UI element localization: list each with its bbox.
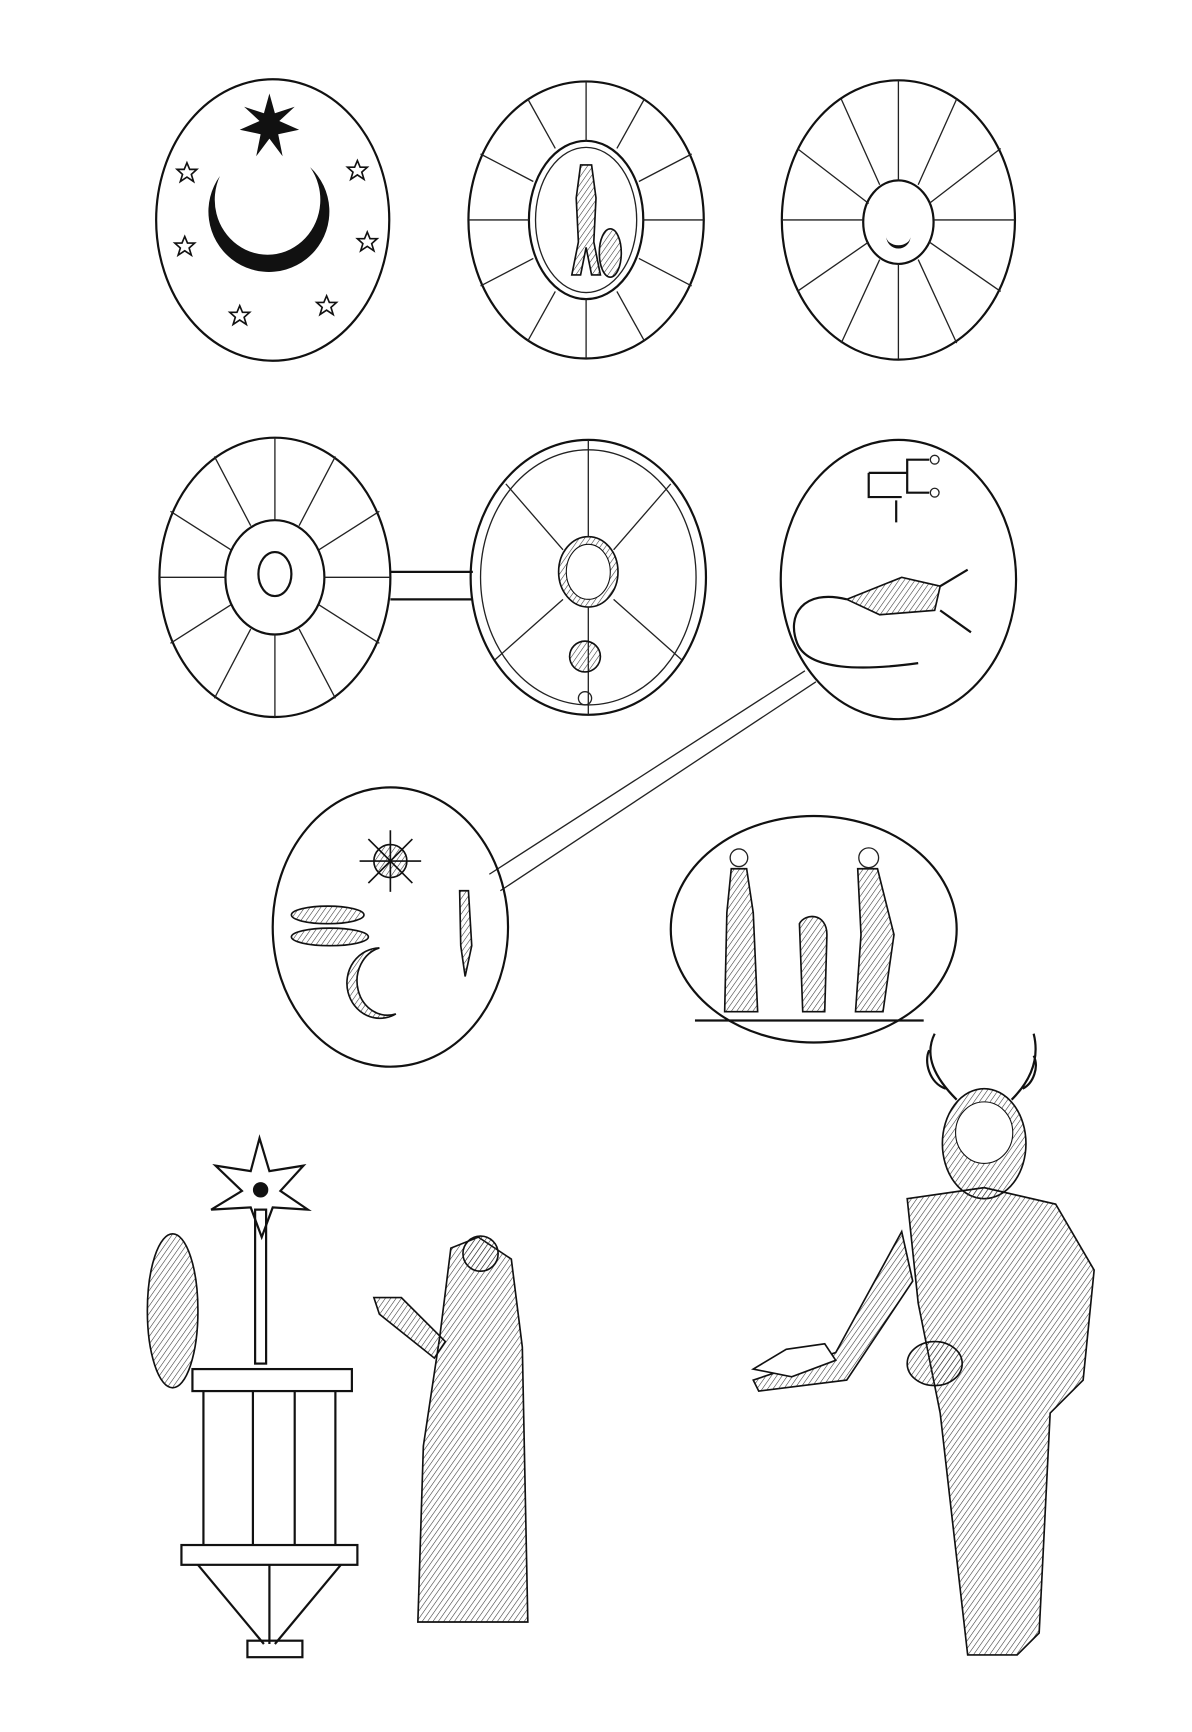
connector-line	[499, 681, 817, 892]
double-zodiac-wheel-gem-icon	[158, 436, 392, 719]
connector-line	[390, 570, 473, 601]
horned-bearded-figure-icon	[750, 1033, 1095, 1656]
zodiac-wheel-gem-icon	[780, 79, 1017, 361]
planetary-deities-gem-icon	[469, 438, 708, 716]
three-figures-gem-icon	[669, 814, 958, 1044]
crescent-stars-gem-icon	[155, 78, 391, 362]
sun-moon-fish-crayfish-gem-icon	[271, 786, 510, 1068]
zodiac-warrior-gem-icon	[467, 80, 705, 360]
star-altar-worshipper-icon	[146, 1134, 529, 1659]
scorpion-gem-icon	[779, 438, 1018, 721]
